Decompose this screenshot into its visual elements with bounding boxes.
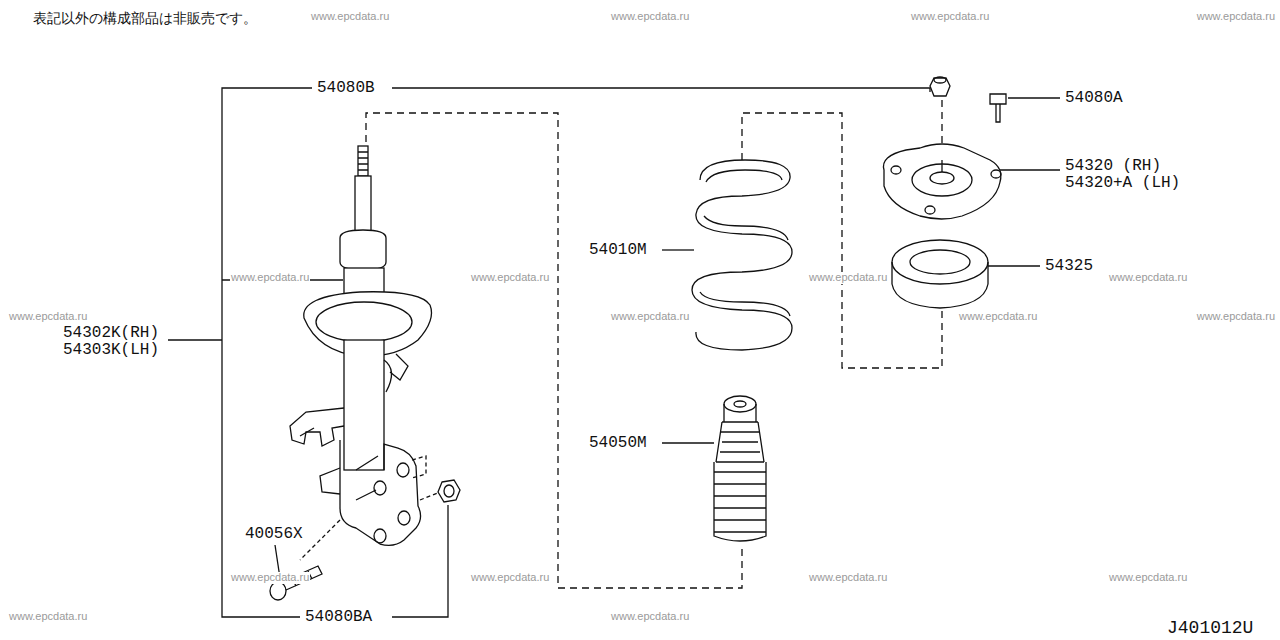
watermark: www.epcdata.ru — [610, 611, 690, 623]
watermark: www.epcdata.ru — [1108, 272, 1188, 284]
part-number: 54080A — [1064, 90, 1124, 107]
part-number: 54050M — [588, 435, 648, 452]
watermark: www.epcdata.ru — [610, 11, 690, 23]
watermark: www.epcdata.ru — [470, 572, 550, 584]
watermark: www.epcdata.ru — [1108, 572, 1188, 584]
watermark: www.epcdata.ru — [808, 272, 888, 284]
note-text: 表記以外の構成部品は非販売です。 — [32, 11, 258, 26]
part-number: 54325 — [1044, 258, 1094, 275]
watermark: www.epcdata.ru — [958, 311, 1038, 323]
watermark: www.epcdata.ru — [230, 572, 310, 584]
watermark: www.epcdata.ru — [808, 572, 888, 584]
watermark: www.epcdata.ru — [470, 272, 550, 284]
part-number: 54303K(LH) — [62, 342, 160, 359]
diagram-id: J401012U — [1166, 619, 1254, 638]
watermark: www.epcdata.ru — [1196, 311, 1276, 323]
watermark: www.epcdata.ru — [8, 611, 88, 623]
part-number: 54010M — [588, 242, 648, 259]
part-number: 54320+A (LH) — [1064, 175, 1181, 192]
watermark: www.epcdata.ru — [8, 311, 88, 323]
watermark: www.epcdata.ru — [610, 311, 690, 323]
watermark: www.epcdata.ru — [910, 11, 990, 23]
part-number: 54080B — [316, 80, 376, 97]
watermark: www.epcdata.ru — [230, 272, 310, 284]
part-number: 40056X — [244, 526, 304, 543]
watermark: www.epcdata.ru — [310, 11, 390, 23]
part-number: 54302K(RH) — [62, 325, 160, 342]
part-number: 54080BA — [304, 609, 373, 626]
part-number: 54320 (RH) — [1064, 158, 1162, 175]
watermark: www.epcdata.ru — [1196, 11, 1276, 23]
